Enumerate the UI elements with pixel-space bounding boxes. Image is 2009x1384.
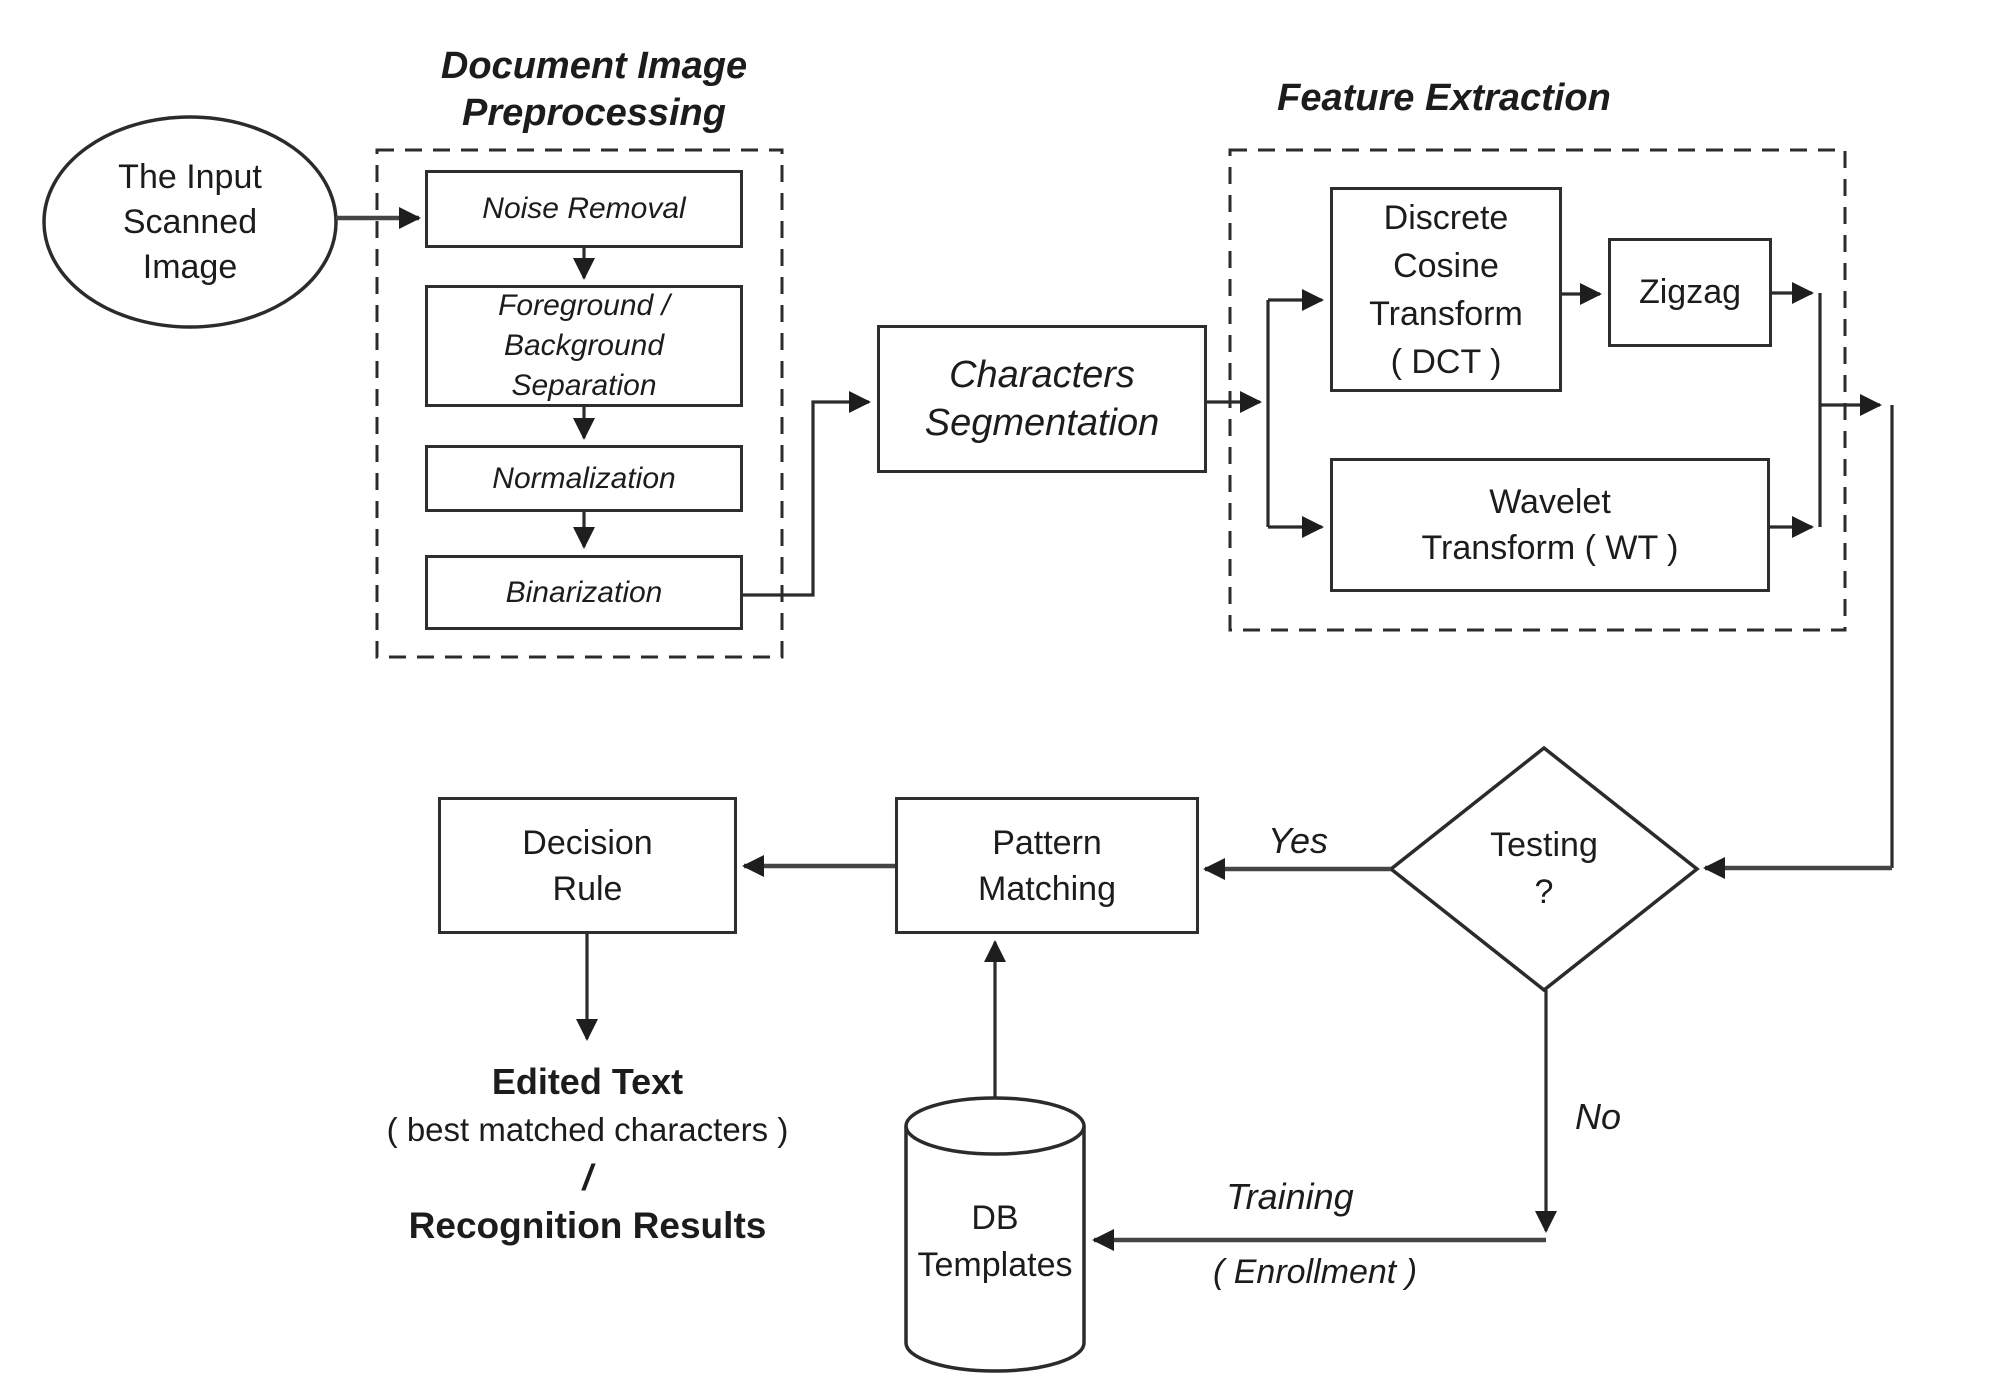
node-binarization: Binarization — [425, 555, 743, 630]
node-testing-label: Testing ? — [1490, 826, 1598, 911]
preprocessing-title: Document Image Preprocessing — [440, 45, 748, 134]
arrow-binarization-to-segmentation — [743, 391, 871, 597]
db-cylinder-body — [904, 1126, 1086, 1373]
output-recognition-results: Recognition Results — [408, 1205, 767, 1246]
node-pattern-matching: Pattern Matching — [895, 797, 1199, 934]
edge-label-enrollment: ( Enrollment ) — [1212, 1252, 1418, 1291]
preprocessing-group-frame — [375, 148, 784, 659]
output-best-matched: ( best matched characters ) — [386, 1111, 789, 1148]
input-ellipse-shape — [42, 115, 338, 329]
node-zigzag: Zigzag — [1608, 238, 1772, 347]
edge-label-training: Training — [1226, 1176, 1354, 1217]
output-text-block: Edited Text ( best matched characters ) … — [330, 1058, 845, 1250]
node-foreground-background-separation: Foreground / Background Separation — [425, 285, 743, 407]
node-input-scanned-image: The Input Scanned Image — [118, 157, 262, 286]
edge-label-no: No — [1574, 1096, 1622, 1137]
node-decision-rule: Decision Rule — [438, 797, 737, 934]
node-normalization: Normalization — [425, 445, 743, 512]
feature-extraction-title: Feature Extraction — [1277, 76, 1611, 119]
node-dct: Discrete Cosine Transform ( DCT ) — [1330, 187, 1562, 392]
output-slash: / — [582, 1157, 593, 1198]
feature-extraction-group-frame — [1228, 148, 1847, 632]
node-wavelet-transform: Wavelet Transform ( WT ) — [1330, 458, 1770, 592]
node-db-templates-label: DB Templates — [917, 1199, 1073, 1284]
node-noise-removal: Noise Removal — [425, 170, 743, 248]
output-edited-text: Edited Text — [491, 1061, 684, 1102]
db-cylinder-top — [904, 1096, 1086, 1156]
edge-label-yes: Yes — [1267, 820, 1329, 861]
node-characters-segmentation: Characters Segmentation — [877, 325, 1207, 473]
testing-diamond-shape — [1388, 745, 1700, 993]
